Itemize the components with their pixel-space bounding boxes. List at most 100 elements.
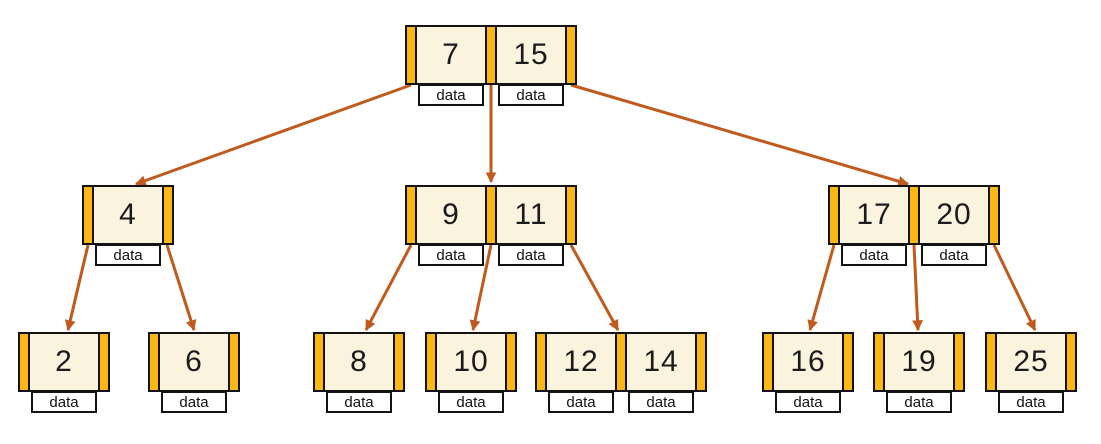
- pointer-slot: [18, 332, 30, 392]
- data-row: data: [873, 391, 965, 413]
- data-box: data: [886, 391, 952, 413]
- edge-n17-20-to-n16: [807, 244, 836, 332]
- data-label: data: [436, 86, 466, 104]
- key-value: 10: [453, 345, 489, 378]
- data-row: data: [18, 391, 110, 413]
- key-value: 2: [55, 345, 73, 378]
- data-label: data: [179, 393, 209, 411]
- key-value: 7: [442, 38, 460, 71]
- pointer-slot: [148, 332, 160, 392]
- key-row: 4: [82, 185, 174, 245]
- edge-n17-20-to-n25: [992, 244, 1037, 331]
- pointer-slot: [953, 332, 965, 392]
- pointer-slot: [565, 25, 577, 85]
- key-row: 12 14: [535, 332, 707, 392]
- data-box: data: [498, 244, 564, 266]
- data-box: data: [418, 84, 484, 106]
- pointer-slot: [485, 25, 497, 85]
- pointer-slot: [505, 332, 517, 392]
- key-value: 9: [442, 198, 460, 231]
- key-cell: 20: [920, 185, 988, 245]
- pointer-slot: [828, 185, 840, 245]
- key-row: 2: [18, 332, 110, 392]
- data-label: data: [516, 86, 546, 104]
- pointer-slot: [162, 185, 174, 245]
- data-row: data: [425, 391, 517, 413]
- key-value: 8: [350, 345, 368, 378]
- key-value: 17: [856, 198, 892, 231]
- data-box: data: [498, 84, 564, 106]
- key-cell: 25: [997, 332, 1065, 392]
- key-cell: 8: [325, 332, 393, 392]
- key-value: 25: [1013, 345, 1049, 378]
- data-box: data: [628, 391, 694, 413]
- pointer-slot: [485, 185, 497, 245]
- data-box: data: [31, 391, 97, 413]
- btree-node-2: 2 data: [18, 332, 110, 413]
- edge-n9-11-to-n8: [364, 244, 413, 331]
- key-cell: 9: [417, 185, 485, 245]
- data-row: data data: [405, 84, 577, 106]
- key-row: 16: [762, 332, 854, 392]
- data-label: data: [1016, 393, 1046, 411]
- data-label: data: [436, 246, 466, 264]
- data-box: data: [418, 244, 484, 266]
- key-row: 9 11: [405, 185, 577, 245]
- data-row: data data: [828, 244, 1000, 266]
- key-value: 14: [643, 345, 679, 378]
- key-row: 6: [148, 332, 240, 392]
- pointer-slot: [615, 332, 627, 392]
- data-box: data: [921, 244, 987, 266]
- edge-root-to-n4: [134, 83, 412, 186]
- data-label: data: [344, 393, 374, 411]
- key-row: 19: [873, 332, 965, 392]
- btree-node-6: 6 data: [148, 332, 240, 413]
- key-cell: 17: [840, 185, 908, 245]
- data-box: data: [998, 391, 1064, 413]
- pointer-slot: [873, 332, 885, 392]
- data-box: data: [548, 391, 614, 413]
- data-row: data data: [535, 391, 707, 413]
- pointer-slot: [842, 332, 854, 392]
- data-box: data: [95, 244, 161, 266]
- btree-node-8: 8 data: [313, 332, 405, 413]
- data-box: data: [326, 391, 392, 413]
- pointer-slot: [393, 332, 405, 392]
- data-label: data: [859, 246, 889, 264]
- key-row: 8: [313, 332, 405, 392]
- data-label: data: [646, 393, 676, 411]
- data-box: data: [841, 244, 907, 266]
- pointer-slot: [82, 185, 94, 245]
- data-row: data data: [405, 244, 577, 266]
- data-row: data: [985, 391, 1077, 413]
- data-box: data: [161, 391, 227, 413]
- data-label: data: [49, 393, 79, 411]
- pointer-slot: [695, 332, 707, 392]
- key-row: 10: [425, 332, 517, 392]
- data-label: data: [939, 246, 969, 264]
- key-value: 12: [563, 345, 599, 378]
- key-value: 4: [119, 198, 137, 231]
- edge-root-to-n17-20: [570, 83, 910, 187]
- key-cell: 16: [774, 332, 842, 392]
- btree-node-9-11: 9 11 data data: [405, 185, 577, 266]
- key-value: 19: [901, 345, 937, 378]
- data-label: data: [566, 393, 596, 411]
- data-row: data: [762, 391, 854, 413]
- pointer-slot: [1065, 332, 1077, 392]
- pointer-slot: [565, 185, 577, 245]
- key-cell: 2: [30, 332, 98, 392]
- pointer-slot: [313, 332, 325, 392]
- edge-n17-20-to-n19: [912, 244, 923, 332]
- edge-n9-11-to-n10: [469, 244, 493, 332]
- edge-n9-11-to-n12-14: [569, 244, 620, 331]
- pointer-slot: [985, 332, 997, 392]
- data-label: data: [456, 393, 486, 411]
- key-value: 11: [514, 198, 548, 231]
- key-cell: 7: [417, 25, 485, 85]
- pointer-slot: [405, 185, 417, 245]
- key-cell: 15: [497, 25, 565, 85]
- pointer-slot: [762, 332, 774, 392]
